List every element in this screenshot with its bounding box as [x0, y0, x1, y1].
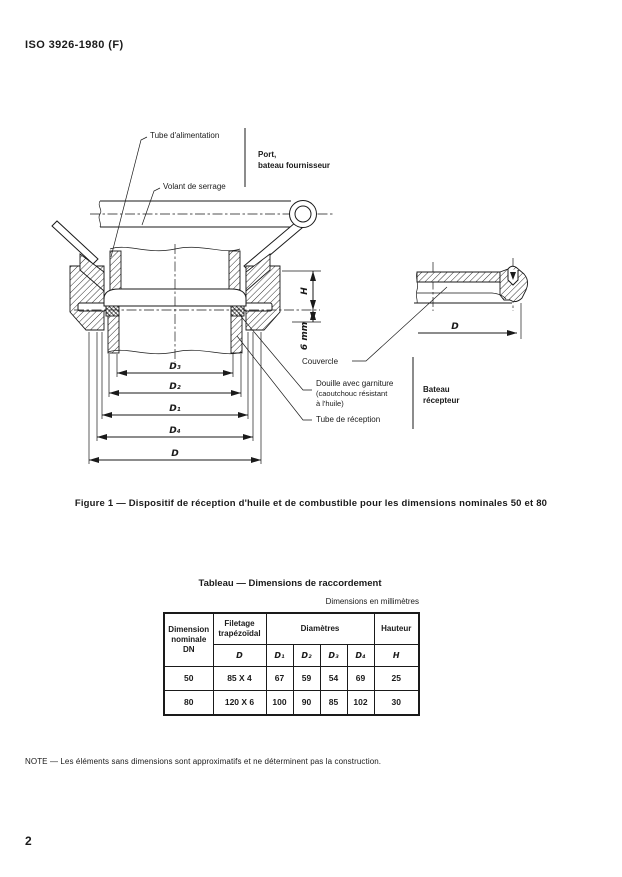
- header-dimension-nominale: Dimension nominale DN: [163, 612, 214, 667]
- header-filetage: Filetage trapézoïdal: [212, 612, 267, 645]
- dim-d4-label: D₄: [169, 426, 180, 436]
- label-douille-line1: Douille avec garniture: [316, 379, 394, 388]
- cell-d2: 90: [292, 690, 321, 716]
- coupling-section-drawing: [69, 244, 320, 362]
- cell-dn: 80: [163, 690, 214, 716]
- label-volant-de-serrage: Volant de serrage: [163, 182, 226, 191]
- dimensions-table: Dimension nominale DN Filetage trapézoïd…: [163, 612, 420, 716]
- height-dimensions: H 6 mm: [282, 270, 321, 350]
- cell-dn: 50: [163, 666, 214, 691]
- cell-d4: 69: [346, 666, 375, 691]
- figure-labels: Tube d'alimentation Volant de serrage Po…: [110, 128, 459, 429]
- label-douille-line3: à l'huile): [316, 399, 344, 408]
- label-port-line1: Port,: [258, 150, 276, 159]
- table-row-dn80: 80 120 X 6 100 90 85 102 30: [163, 690, 420, 716]
- figure-caption: Figure 1 — Dispositif de réception d'hui…: [74, 498, 548, 509]
- subheader-d2: D₂: [292, 644, 321, 667]
- dim-6mm-label: 6 mm: [300, 322, 310, 350]
- label-douille-line2: (caoutchouc résistant: [316, 389, 388, 398]
- label-couvercle: Couvercle: [302, 357, 339, 366]
- doc-reference: ISO 3926-1980 (F): [25, 39, 124, 51]
- figure-drawing: H 6 mm D₃ D₂ D₁ D₄ D: [51, 128, 529, 464]
- label-bateau-line1: Bateau: [423, 385, 450, 394]
- page-number: 2: [25, 834, 32, 848]
- subheader-d1: D₁: [265, 644, 294, 667]
- cell-d3: 85: [319, 690, 348, 716]
- dim-d2-label: D₂: [169, 382, 180, 392]
- table-row-dn50: 50 85 X 4 67 59 54 69 25: [163, 666, 420, 691]
- label-tube-reception: Tube de réception: [316, 415, 380, 424]
- label-bateau-line2: récepteur: [423, 396, 459, 405]
- dim-d3-label: D₃: [169, 362, 180, 372]
- cell-d1: 67: [265, 666, 294, 691]
- label-tube-alimentation: Tube d'alimentation: [150, 131, 219, 140]
- header-diametres: Diamètres: [265, 612, 375, 645]
- cell-d3: 54: [319, 666, 348, 691]
- subheader-d3: D₃: [319, 644, 348, 667]
- cover-detail-drawing: D: [352, 258, 529, 362]
- cell-filetage: 120 X 6: [212, 690, 267, 716]
- cell-h: 30: [373, 690, 420, 716]
- cell-d2: 59: [292, 666, 321, 691]
- header-hauteur: Hauteur: [373, 612, 420, 645]
- cell-filetage: 85 X 4: [212, 666, 267, 691]
- label-port-line2: bateau fournisseur: [258, 161, 330, 170]
- dim-d-detail-label: D: [451, 322, 459, 332]
- cell-d4: 102: [346, 690, 375, 716]
- table-title: Tableau — Dimensions de raccordement: [198, 578, 382, 589]
- diameter-dimensions: D₃ D₂ D₁ D₄ D: [88, 332, 262, 464]
- supply-pipe-drawing: [51, 200, 334, 273]
- dim-d1-label: D₁: [169, 404, 180, 414]
- note-text: NOTE — Les éléments sans dimensions sont…: [25, 757, 382, 766]
- table-units-note: Dimensions en millimètres: [325, 597, 419, 606]
- cell-h: 25: [373, 666, 420, 691]
- subheader-filetage-d: D: [212, 644, 267, 667]
- subheader-h: H: [373, 644, 420, 667]
- cell-d1: 100: [265, 690, 294, 716]
- subheader-d4: D₄: [346, 644, 375, 667]
- dim-d-label: D: [171, 449, 179, 459]
- dim-h-label: H: [300, 287, 310, 295]
